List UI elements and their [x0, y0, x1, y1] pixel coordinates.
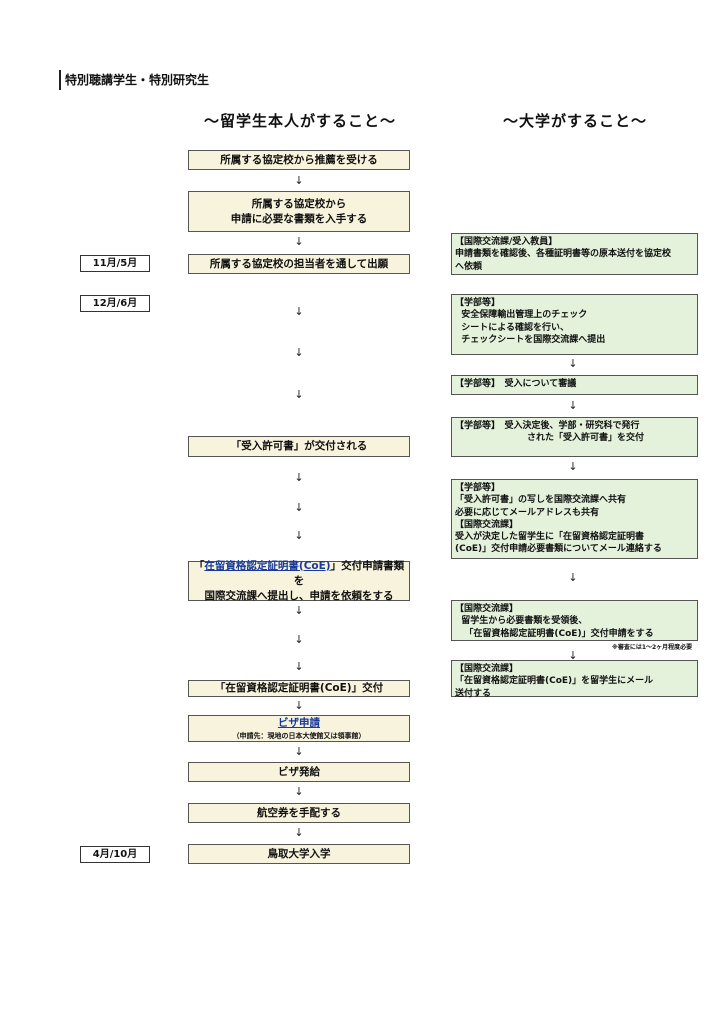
step-acceptance-letter: 「受入許可書」が交付される	[188, 436, 410, 457]
step-obtain-documents-line1: 所属する協定校から	[251, 197, 347, 210]
arrow-icon: ↓	[294, 305, 304, 318]
arrow-icon: ↓	[294, 699, 304, 712]
step-coe-issued-text: 「在留資格認定証明書(CoE)」交付	[214, 682, 384, 694]
arrow-icon: ↓	[568, 571, 578, 584]
univ-step-deliberation: 【学部等】 受入について審議	[451, 375, 698, 395]
step-flight: 航空券を手配する	[188, 803, 410, 823]
coe-link[interactable]: 在留資格認定証明書(CoE)	[204, 559, 331, 572]
univ-step-coe-application: 【国際交流課】 留学生から必要書類を受領後、 「在留資格認定証明書(CoE)」交…	[451, 600, 698, 641]
visa-application-link[interactable]: ビザ申請	[278, 717, 320, 729]
review-period-note: ※審査には1～2ヶ月程度必要	[612, 644, 693, 651]
step-apply: 所属する協定校の担当者を通して出願	[188, 254, 410, 274]
step-obtain-documents: 所属する協定校から 申請に必要な書類を入手する	[188, 191, 410, 232]
step-apply-text: 所属する協定校の担当者を通して出願	[209, 257, 389, 270]
step-enrollment-text: 鳥取大学入学	[267, 847, 331, 860]
arrow-icon: ↓	[294, 633, 304, 646]
arrow-icon: ↓	[294, 346, 304, 359]
step-coe-submit-suffix: 」交付申請書類を	[293, 559, 405, 587]
arrow-icon: ↓	[568, 460, 578, 473]
step-coe-issued: 「在留資格認定証明書(CoE)」交付	[188, 680, 410, 697]
arrow-icon: ↓	[294, 471, 304, 484]
arrow-icon: ↓	[294, 235, 304, 248]
step-coe-submit-prefix: 「	[193, 559, 205, 572]
step-acceptance-letter-text: 「受入許可書」が交付される	[230, 440, 368, 452]
student-column-header: ～留学生本人がすること～	[204, 112, 397, 130]
univ-step-issue-acceptance: 【学部等】 受入決定後、学部・研究科で発行 された「受入許可書」を交付	[451, 417, 698, 457]
univ-step-export-control-check: 【学部等】 安全保障輸出管理上のチェック シートによる確認を行い、 チェックシー…	[451, 294, 698, 355]
arrow-icon: ↓	[294, 174, 304, 187]
date-box-screening: 12月/6月	[80, 295, 150, 312]
step-coe-submit: 「在留資格認定証明書(CoE)」交付申請書類を 国際交流課へ提出し、申請を依頼を…	[188, 559, 410, 602]
arrow-icon: ↓	[294, 604, 304, 617]
arrow-icon: ↓	[568, 357, 578, 370]
step-recommendation-text: 所属する協定校から推薦を受ける	[220, 153, 378, 166]
arrow-icon: ↓	[294, 501, 304, 514]
step-coe-submit-line1: 「在留資格認定証明書(CoE)」交付申請書類を	[189, 559, 409, 589]
step-obtain-documents-line2: 申請に必要な書類を入手する	[230, 212, 368, 225]
arrow-icon: ↓	[294, 388, 304, 401]
arrow-icon: ↓	[568, 399, 578, 412]
arrow-icon: ↓	[294, 660, 304, 673]
univ-step-share-and-notify: 【学部等】 「受入許可書」の写しを国際交流課へ共有 必要に応じてメールアドレスも…	[451, 479, 698, 559]
step-visa-issued: ビザ発給	[188, 762, 410, 782]
step-coe-submit-line2: 国際交流課へ提出し、申請を依頼をする	[204, 589, 394, 602]
date-box-application: 11月/5月	[80, 255, 150, 272]
step-visa-issued-text: ビザ発給	[278, 765, 320, 778]
university-column-header: ～大学がすること～	[503, 112, 648, 130]
step-flight-text: 航空券を手配する	[257, 806, 341, 819]
visa-application-sub: （申請先：現地の日本大使館又は領事館）	[232, 732, 366, 740]
step-enrollment: 鳥取大学入学	[188, 844, 410, 864]
step-recommendation: 所属する協定校から推薦を受ける	[188, 150, 410, 170]
univ-step-request-originals: 【国際交流課/受入教員】 申請書類を確認後、各種証明書等の原本送付を協定校 へ依…	[451, 233, 698, 275]
arrow-icon: ↓	[568, 649, 578, 662]
arrow-icon: ↓	[294, 529, 304, 542]
arrow-icon: ↓	[294, 785, 304, 798]
page-title: 特別聴講学生・特別研究生	[59, 70, 209, 90]
step-visa-application: ビザ申請 （申請先：現地の日本大使館又は領事館）	[188, 715, 410, 742]
arrow-icon: ↓	[294, 745, 304, 758]
date-box-enrollment: 4月/10月	[80, 846, 150, 863]
arrow-icon: ↓	[294, 826, 304, 839]
univ-step-send-coe: 【国際交流課】 「在留資格認定証明書(CoE)」を留学生にメール 送付する	[451, 660, 698, 699]
